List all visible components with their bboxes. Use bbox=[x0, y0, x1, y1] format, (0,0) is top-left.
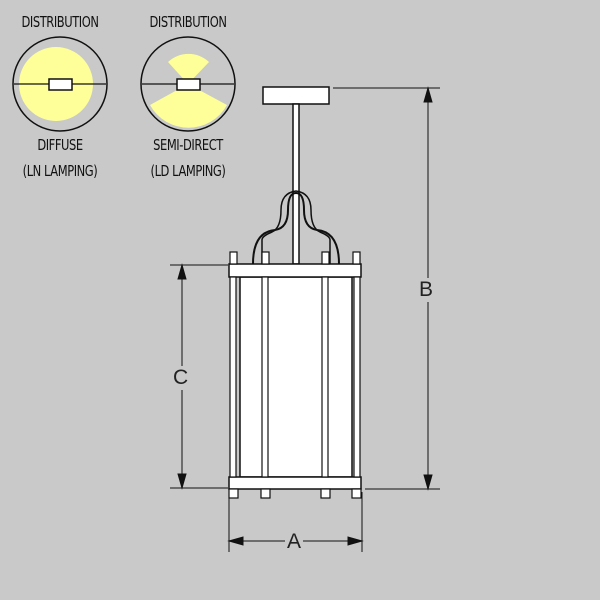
semi-direct-distribution-icon bbox=[140, 36, 236, 132]
distribution-type-1: DIFFUSE bbox=[37, 136, 83, 154]
top-plate bbox=[228, 263, 362, 278]
distribution-lamping-1: (LN LAMPING) bbox=[22, 162, 98, 180]
posts bbox=[229, 276, 361, 478]
bottom-plate bbox=[228, 476, 362, 490]
finials bbox=[228, 251, 362, 499]
dimension-c-label: C bbox=[171, 366, 191, 390]
pendant-fixture bbox=[228, 86, 362, 499]
dimension-a-label: A bbox=[285, 530, 304, 554]
distribution-type-2: SEMI-DIRECT bbox=[153, 136, 223, 154]
shade bbox=[239, 276, 353, 478]
diffuse-distribution-icon bbox=[12, 36, 108, 132]
stem bbox=[292, 103, 300, 265]
canopy bbox=[262, 86, 330, 105]
distribution-title-2: DISTRIBUTION bbox=[149, 13, 227, 31]
dimension-lines bbox=[170, 86, 440, 552]
dimension-b-label: B bbox=[417, 278, 436, 302]
distribution-lamping-2: (LD LAMPING) bbox=[150, 162, 226, 180]
distribution-title-1: DISTRIBUTION bbox=[21, 13, 99, 31]
